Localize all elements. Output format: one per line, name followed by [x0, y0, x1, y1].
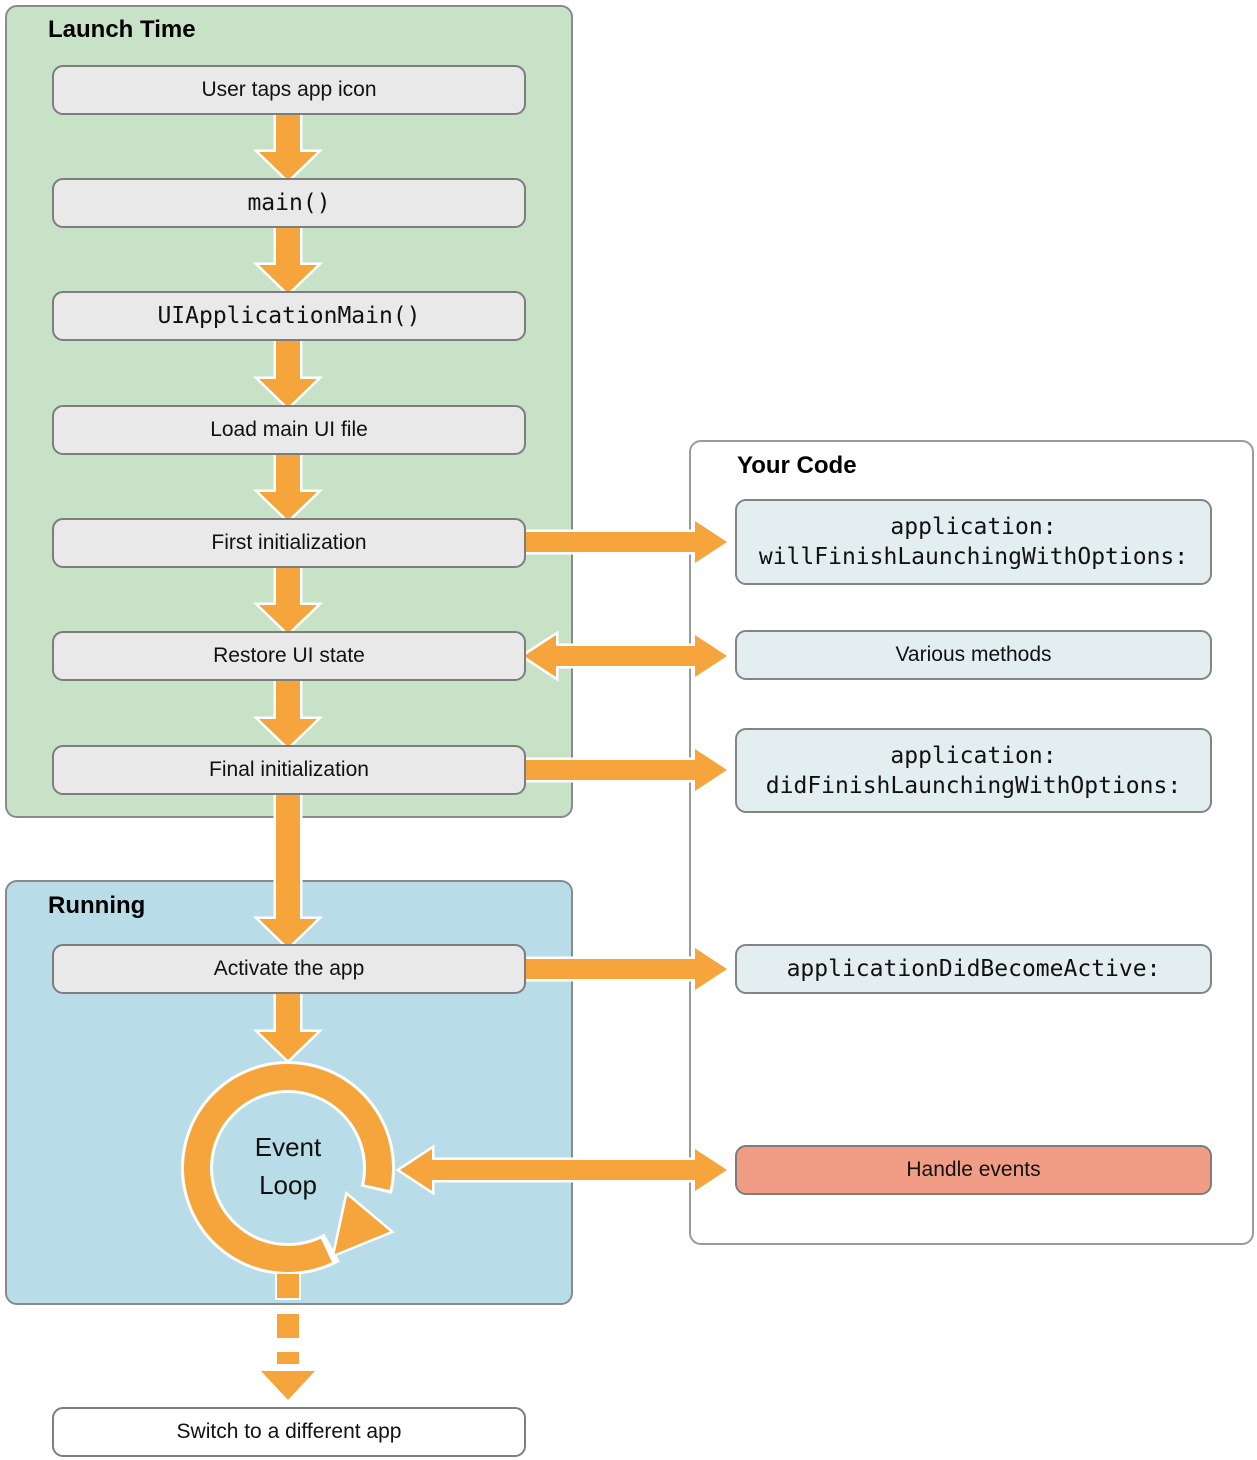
callback-will-finish-launching: application: willFinishLaunchingWithOpti… — [735, 499, 1212, 585]
arrow-restore-ui-various-methods — [519, 630, 732, 682]
arrow-load-ui-to-first-init — [252, 446, 324, 524]
callback-did-finish-launching: application: didFinishLaunchingWithOptio… — [735, 728, 1212, 813]
callback-various-methods: Various methods — [735, 630, 1212, 680]
callback-did-become-active: applicationDidBecomeActive: — [735, 944, 1212, 994]
code-line: application: — [890, 742, 1057, 769]
arrow-first-init-to-will-finish — [517, 516, 732, 568]
arrow-uiapplicationmain-to-load-ui — [252, 332, 324, 411]
step-final-initialization: Final initialization — [52, 745, 526, 795]
step-restore-ui-state: Restore UI state — [52, 631, 526, 681]
code-line: didFinishLaunchingWithOptions: — [765, 772, 1182, 799]
arrow-final-init-to-activate — [252, 786, 324, 951]
arrow-final-init-to-did-finish — [517, 744, 732, 796]
event-loop-line: Event — [254, 1132, 322, 1162]
step-switch-to-different-app: Switch to a different app — [52, 1407, 526, 1457]
arrow-activate-to-did-become-active — [517, 943, 732, 995]
arrow-first-init-to-restore-ui — [252, 559, 324, 637]
arrow-activate-to-event-loop — [252, 985, 324, 1064]
event-loop-line: Loop — [259, 1170, 317, 1200]
code-line: willFinishLaunchingWithOptions: — [758, 544, 1189, 570]
step-activate-the-app: Activate the app — [52, 944, 526, 994]
arrow-restore-ui-to-final-init — [252, 672, 324, 751]
step-load-main-ui-file: Load main UI file — [52, 405, 526, 455]
launch-time-title: Launch Time — [48, 16, 196, 43]
your-code-title: Your Code — [737, 452, 857, 479]
dashed-arrow-to-switch-app — [261, 1272, 315, 1400]
arrow-event-loop-handle-events — [395, 1144, 732, 1196]
callback-handle-events: Handle events — [735, 1145, 1212, 1195]
arrow-user-taps-to-main — [252, 106, 324, 184]
code-line: application: — [890, 514, 1057, 540]
step-first-initialization: First initialization — [52, 518, 526, 568]
step-user-taps-app-icon: User taps app icon — [52, 65, 526, 115]
event-loop-label: Event Loop — [173, 1128, 403, 1204]
arrow-main-to-uiapplicationmain — [252, 219, 324, 297]
event-loop-circle — [181, 1061, 396, 1275]
step-uiapplicationmain: UIApplicationMain() — [52, 291, 526, 341]
step-main-function: main() — [52, 178, 526, 228]
running-title: Running — [48, 892, 146, 919]
